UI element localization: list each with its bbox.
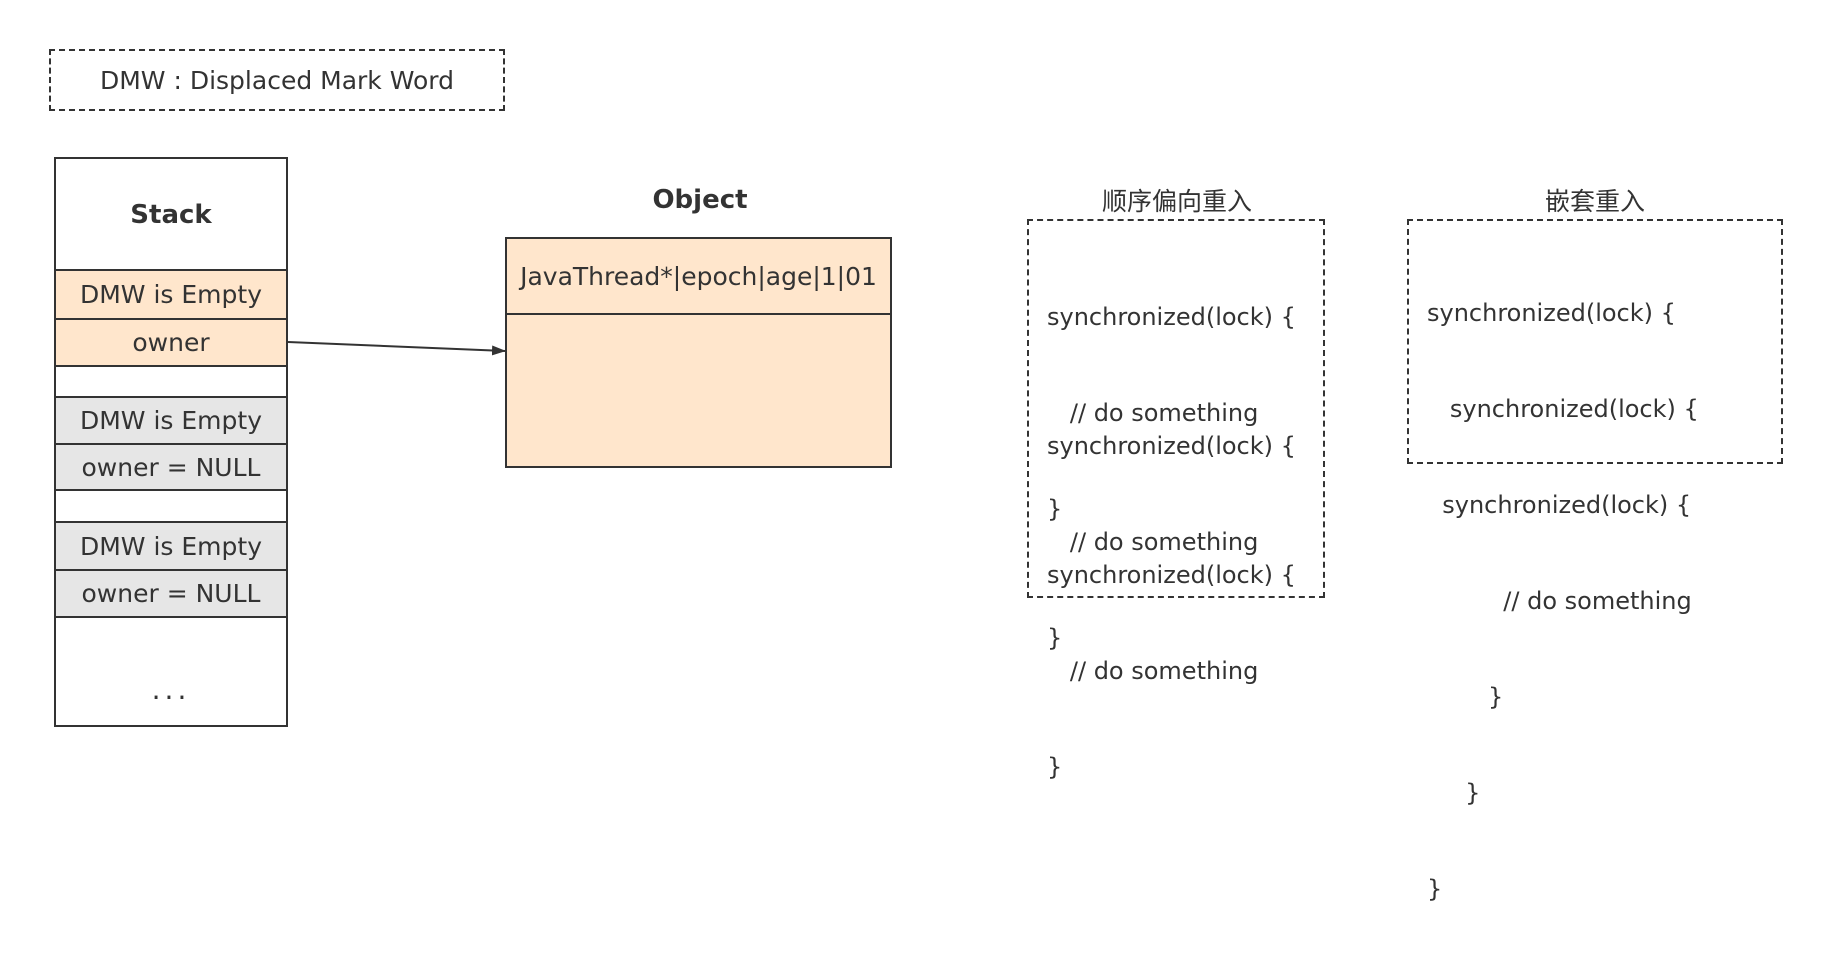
object-mark-word: JavaThread*|epoch|age|1|01 (505, 237, 892, 315)
code-line: synchronized(lock) { (1427, 395, 1699, 423)
pointer-arrow (287, 341, 506, 356)
nested-title: 嵌套重入 (1544, 187, 1645, 216)
stack-cell-owner: owner (54, 318, 288, 367)
code-line: synchronized(lock) { (1427, 491, 1692, 519)
stack-ellipsis: ... (151, 672, 191, 706)
code-line: // do something (1427, 587, 1692, 615)
code-line: // do something (1047, 399, 1259, 427)
code-line: } (1427, 683, 1504, 711)
legend-text: DMW : Displaced Mark Word (99, 65, 454, 95)
object-box: JavaThread*|epoch|age|1|01 (505, 237, 892, 468)
code-block: synchronized(lock) { synchronized(lock) … (1427, 233, 1699, 969)
code-line: synchronized(lock) { (1047, 561, 1296, 589)
code-block: synchronized(lock) { // do something } (1047, 495, 1296, 847)
stack-title: Stack (130, 200, 212, 230)
legend-box: DMW : Displaced Mark Word (49, 49, 505, 111)
code-line: // do something (1047, 657, 1259, 685)
code-line: synchronized(lock) { (1427, 299, 1676, 327)
code-block: synchronized(lock) { // do something } (1047, 366, 1296, 718)
code-line: } (1047, 753, 1063, 781)
code-line: } (1427, 779, 1481, 807)
object-title: Object (652, 185, 748, 215)
code-line: // do something (1047, 528, 1259, 556)
stack-cell-owner: owner = NULL (54, 443, 288, 491)
sequential-box: synchronized(lock) { // do something } s… (1027, 219, 1325, 781)
code-block: synchronized(lock) { // do something } (1047, 237, 1296, 589)
code-line: } (1427, 875, 1443, 903)
nested-box: synchronized(lock) { synchronized(lock) … (1407, 219, 1783, 903)
stack-cell-owner: owner = NULL (54, 569, 288, 618)
stack-box: Stack DMW is Empty owner DMW is Empty ow… (54, 157, 288, 727)
code-line: } (1047, 624, 1063, 652)
stack-cell-dmw: DMW is Empty (54, 269, 288, 320)
code-line: synchronized(lock) { (1047, 432, 1296, 460)
code-line: } (1047, 495, 1063, 523)
sequential-title: 顺序偏向重入 (1101, 187, 1252, 216)
code-line: synchronized(lock) { (1047, 303, 1296, 331)
